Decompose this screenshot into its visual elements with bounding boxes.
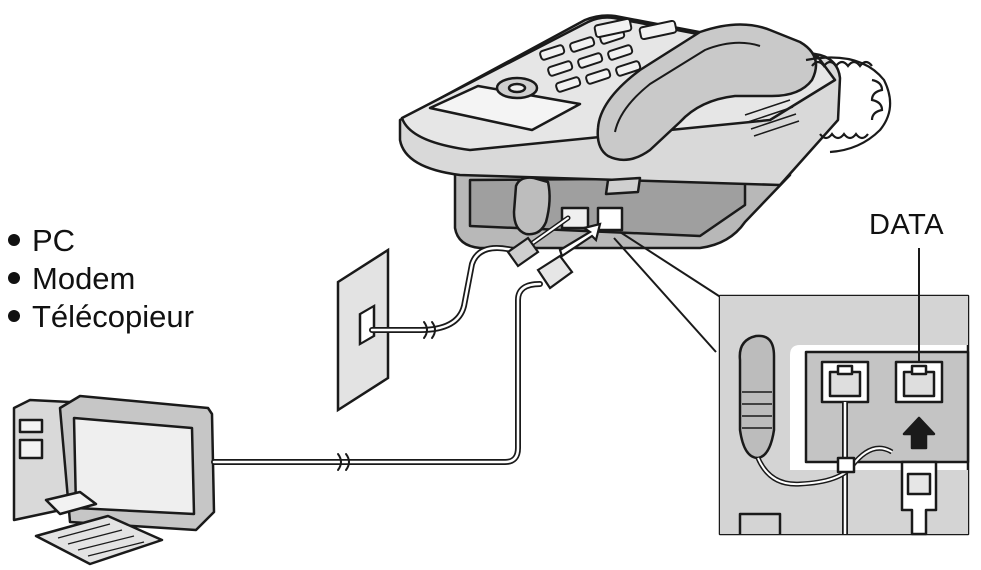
key [615, 60, 642, 77]
mouse [44, 490, 98, 516]
base-jack [560, 206, 590, 230]
device-item: PC [8, 222, 194, 260]
keyboard-keys [57, 523, 145, 557]
keyboard [34, 514, 164, 566]
wall-jack [336, 247, 390, 413]
jack-detail-inset [718, 248, 970, 536]
device-label: PC [32, 223, 76, 258]
device-item: Modem [8, 260, 194, 298]
inset-line-jack [820, 360, 870, 404]
telephone-display [428, 84, 582, 132]
key [555, 76, 582, 93]
cord-clip [836, 456, 856, 474]
bullet-icon [8, 310, 20, 322]
inset-tab [738, 512, 782, 534]
device-label: Modem [32, 261, 136, 296]
keypad [539, 17, 678, 93]
data-jack-base [596, 206, 624, 232]
data-plug [536, 254, 574, 290]
inset-cord-boot [738, 334, 776, 460]
data-port-label: DATA [869, 209, 945, 241]
telephone [398, 14, 842, 250]
cables [211, 215, 571, 471]
insert-arrow [558, 222, 602, 258]
computer [12, 394, 216, 566]
side-tab [604, 176, 642, 196]
callout-lines [613, 231, 723, 353]
key [577, 52, 604, 69]
key [593, 17, 633, 39]
monitor-screen [72, 416, 196, 516]
bullet-icon [8, 234, 20, 246]
cord-ridges [742, 391, 772, 429]
key [547, 60, 574, 77]
key [638, 19, 678, 41]
device-label: Télécopieur [32, 299, 194, 334]
bullet-icon [8, 272, 20, 284]
key [585, 68, 612, 85]
device-item: Télécopieur [8, 298, 194, 336]
speaker-grille [744, 99, 800, 137]
stand-foot [512, 176, 551, 236]
device-list: PC Modem Télécopieur [8, 222, 194, 336]
handset-highlight [614, 41, 761, 133]
wall-socket [358, 303, 376, 347]
key [539, 44, 566, 61]
cable-break [423, 321, 436, 339]
handset [596, 23, 818, 162]
drive-bay [18, 418, 44, 434]
cable-break [337, 453, 350, 471]
navigation-key-center [507, 82, 527, 94]
line-plug [506, 236, 540, 268]
handset-cord [805, 56, 892, 154]
drive-bay [18, 438, 44, 460]
line-cable [369, 245, 523, 333]
key [607, 44, 634, 61]
key [569, 36, 596, 53]
plugs [506, 222, 602, 290]
up-arrow [902, 416, 936, 450]
inset-data-jack [894, 360, 944, 404]
